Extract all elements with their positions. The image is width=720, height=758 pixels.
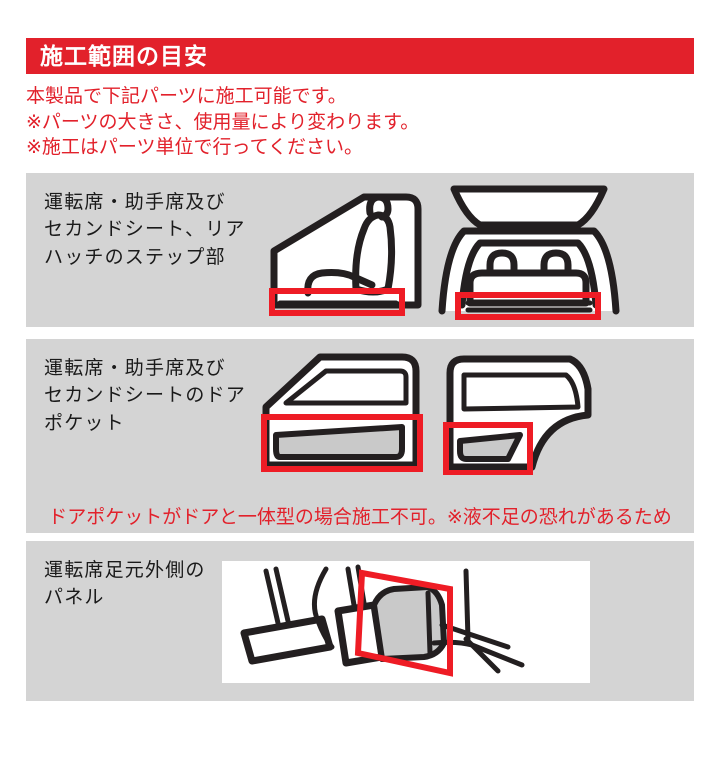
panel-footwell-panel: 運転席足元外側の パネル — [26, 540, 694, 701]
panel-2-label-line-1: 運転席・助手席及び — [44, 357, 226, 379]
step-sill-red-box — [268, 287, 405, 316]
rear-step-red-box — [454, 291, 601, 320]
intro-line-1: 本製品で下記パーツに施工可能です。 — [26, 86, 347, 107]
infographic-page: 施工範囲の目安 本製品で下記パーツに施工可能です。 ※パーツの大きさ、使用量によ… — [0, 38, 720, 758]
panel-1-label-line-2: セカンドシート、リア — [44, 219, 246, 241]
driver-footwell-panel-illustration — [240, 564, 525, 677]
panel-2-label: 運転席・助手席及び セカンドシートのドア ポケット — [26, 339, 246, 438]
intro-line-2: ※パーツの大きさ、使用量により変わります。 — [26, 111, 420, 133]
panel-3-label: 運転席足元外側の パネル — [26, 541, 206, 612]
rear-door-illustration — [443, 355, 592, 475]
panel-2-label-line-3: ポケット — [44, 413, 125, 435]
panel-1-label-line-3: ハッチのステップ部 — [44, 247, 226, 269]
panel-1-label: 運転席・助手席及び セカンドシート、リア ハッチのステップ部 — [26, 173, 246, 272]
front-door-illustration — [261, 353, 424, 472]
page-title: 施工範囲の目安 — [40, 42, 208, 69]
warning-text: ドアポケットがドアと一体型の場合施工不可。※液不足の恐れがあるため — [48, 507, 672, 529]
front-door-pocket-red-box — [261, 413, 424, 472]
panel-door-pocket: 運転席・助手席及び セカンドシートのドア ポケット — [26, 338, 694, 499]
panel-1-illustrations — [246, 173, 694, 327]
header-banner: 施工範囲の目安 — [26, 38, 694, 74]
intro-line-3: ※施工はパーツ単位で行ってください。 — [26, 137, 364, 159]
panel-2-label-line-2: セカンドシートのドア — [44, 385, 247, 407]
warning-band: ドアポケットがドアと一体型の場合施工不可。※液不足の恐れがあるため — [26, 498, 694, 533]
panel-front-seat-step: 運転席・助手席及び セカンドシート、リア ハッチのステップ部 — [26, 172, 694, 327]
intro-text-block: 本製品で下記パーツに施工可能です。 ※パーツの大きさ、使用量により変わります。 … — [26, 84, 694, 161]
kick-panel-red-box — [354, 569, 453, 677]
panel-3-label-line-1: 運転席足元外側の — [44, 559, 206, 581]
panel-3-label-line-2: パネル — [44, 587, 105, 609]
rear-hatch-seat-illustration — [438, 185, 620, 320]
panel-2-illustrations — [246, 339, 694, 499]
panel-1-label-line-1: 運転席・助手席及び — [44, 191, 226, 213]
car-seat-side-view-illustration — [268, 193, 422, 316]
panel-3-illustrations — [206, 541, 694, 701]
rear-door-pocket-red-box — [443, 421, 534, 475]
